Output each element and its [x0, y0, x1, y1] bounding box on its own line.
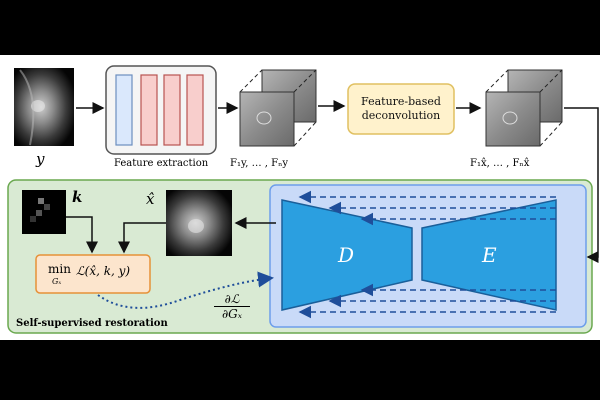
- deconvolution-line-2: deconvolution: [361, 109, 441, 122]
- gradient-denominator: ∂Gₓ: [221, 307, 243, 321]
- decoder-label: D: [338, 243, 355, 267]
- feature-layer-blue: [115, 74, 133, 146]
- loss-min: min: [48, 262, 71, 276]
- kernel-image-k: [22, 190, 66, 234]
- skip-connections: [298, 190, 556, 319]
- loss-block: [35, 254, 151, 294]
- input-image-y: [14, 68, 74, 146]
- feature-stack-x: [485, 69, 563, 147]
- deconvolution-block: [347, 83, 455, 135]
- deconvolution-line-1: Feature-based: [361, 95, 441, 108]
- gradient-label: ∂ℒ ∂Gₓ: [214, 292, 250, 322]
- gradient-numerator: ∂ℒ: [214, 292, 250, 307]
- feature-stack-y: [239, 69, 317, 147]
- feature-layer-red-2: [163, 74, 181, 146]
- arrow-kernel-to-loss: [66, 216, 98, 254]
- feature-extraction-block: [105, 65, 217, 155]
- restored-image-xhat: [166, 190, 232, 256]
- feature-extraction-label: Feature extraction: [114, 158, 209, 169]
- encoder-label: E: [482, 243, 497, 267]
- arrow-xhat-to-loss: [118, 222, 166, 254]
- region-label: Self-supervised restoration: [16, 318, 168, 329]
- encoder-shape-E: [421, 199, 557, 311]
- features-y-label: F₁y, … , Fₙy: [230, 158, 289, 169]
- deconvolution-text: Feature-based deconvolution: [348, 95, 454, 123]
- loss-min-subscript: Gₓ: [52, 277, 62, 286]
- feature-layer-red-3: [186, 74, 204, 146]
- loss-expression: ℒ(x̂, k, y): [76, 264, 131, 278]
- arrow-features-to-network: [564, 107, 599, 263]
- input-label-y: y: [36, 150, 45, 168]
- kernel-label-k: k: [72, 188, 83, 206]
- xhat-label: x̂: [146, 190, 155, 208]
- features-xhat-label: F₁x̂, … , Fₙx̂: [470, 158, 530, 169]
- gradient-arrow: [97, 271, 274, 309]
- feature-layer-red-1: [140, 74, 158, 146]
